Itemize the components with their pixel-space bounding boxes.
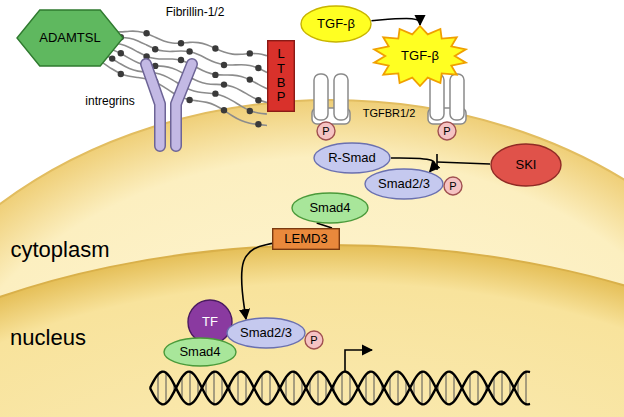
integrin-symbol [146,64,192,146]
link-line [317,223,332,228]
node-text: TF [202,315,218,330]
compartment-label: cytoplasm [10,237,109,262]
node-text: R-Smad [328,151,376,166]
dna-helix [150,371,530,405]
protein-ellipse: Smad4 [291,192,369,224]
active-ligand: TGF-β [372,25,468,87]
binding-protein: LTBP [267,40,295,112]
latent-ligand: TGF-β [300,5,372,43]
node-text: P [443,125,450,138]
matrix-protein: ADAMTSL [16,9,124,67]
node-text: LEMD3 [284,232,327,247]
protein-ellipse: R-Smad [313,142,391,174]
compartment-label-box: nucleus [10,325,86,351]
node-text: P [449,180,456,193]
transcription-arrow [345,350,372,372]
integrin-label-box: intregrins [85,91,134,109]
phospho-mark: P [443,176,463,196]
phospho-mark: P [316,121,336,141]
protein-ellipse: Smad4 [163,337,237,367]
signal-arrow [371,19,420,25]
node-text: P [322,125,329,138]
signal-arrow [242,243,272,319]
phospho-mark: P [437,121,457,141]
node-text: TGF-β [317,17,355,32]
integrin-label: intregrins [85,94,134,108]
node-text: Smad4 [179,345,220,360]
compartment-label-box: cytoplasm [10,237,109,263]
node-text: Smad2/3 [240,326,292,341]
compartment-label: nucleus [10,325,86,350]
protein-ellipse: Smad2/3 [226,317,306,349]
inhibition-bar [437,154,490,170]
receptor-label: TGFBR1/2 [363,107,416,119]
node-text: P [310,334,317,347]
protein-ellipse: Smad2/3 [364,168,444,200]
node-text: Smad2/3 [378,177,430,192]
nuclear-envelope [0,245,624,417]
receptor-symbol [312,74,466,124]
receptor-label-box: TGFBR1/2 [363,103,416,121]
node-text: TGF-β [401,49,439,64]
fiber-label-box: Fibrillin-1/2 [166,2,225,20]
node-text: Smad4 [309,201,350,216]
node-text: ADAMTSL [39,31,100,46]
inhibitor-ellipse: SKI [490,143,562,187]
node-text: LTBP [275,47,288,104]
fiber-label: Fibrillin-1/2 [166,5,225,19]
node-text: SKI [516,158,537,173]
membrane-protein: LEMD3 [272,228,340,250]
phospho-mark: P [304,330,324,350]
